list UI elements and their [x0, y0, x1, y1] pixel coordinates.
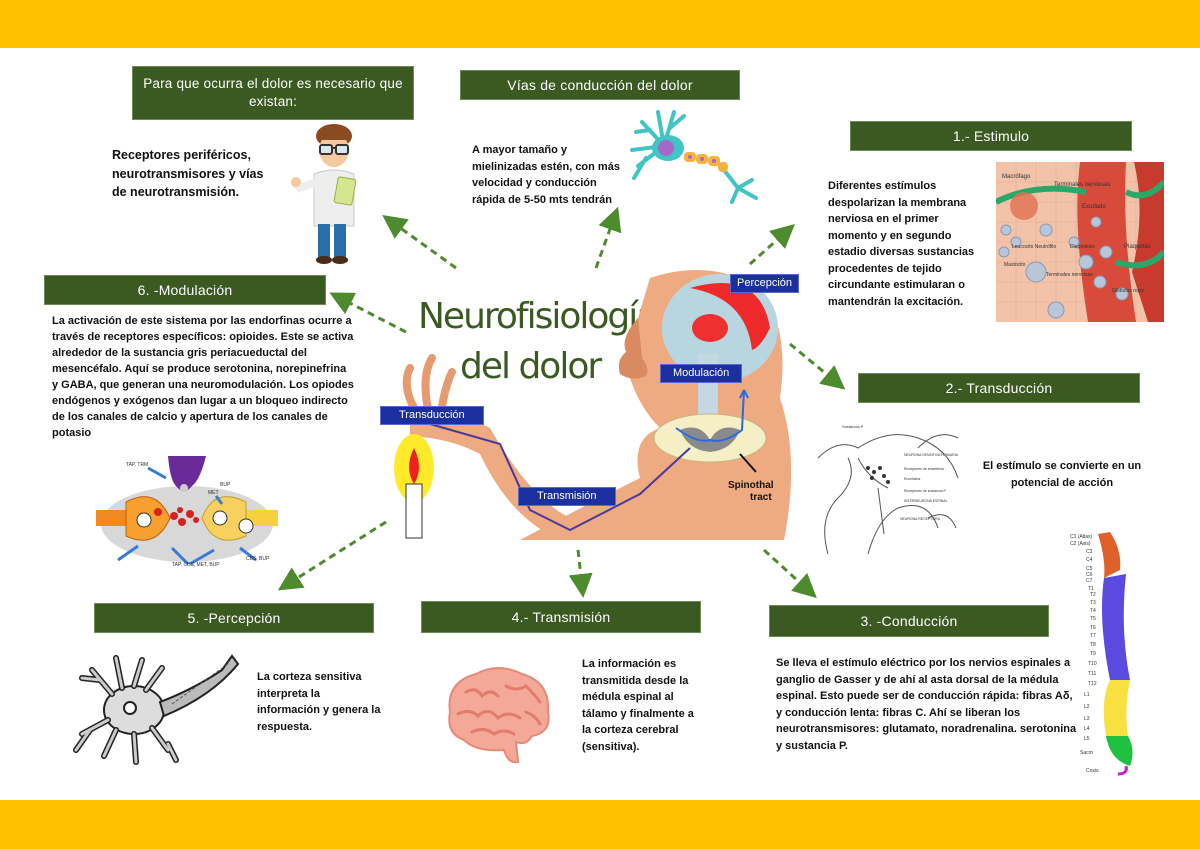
tissue-label-globulos: Glóbulos rojos — [1112, 288, 1144, 294]
conduction-header: 3. -Conducción — [769, 605, 1049, 637]
transmission-text: La información es transmitida desde la m… — [582, 658, 694, 753]
synapse-label-met: MET — [208, 490, 219, 496]
transduction-text: El estímulo se convierte en un potencial… — [982, 460, 1142, 489]
spine-label-t9: T9 — [1090, 651, 1096, 657]
central-pain-pathway-figure: Spinothal tract — [394, 270, 792, 540]
spine-label-t10: T10 — [1088, 661, 1097, 667]
spine-label-c3: C3 — [1086, 549, 1093, 555]
arrow-to-perception — [277, 520, 387, 591]
synapse-label-cbs-bup: CBS, BUP — [246, 556, 270, 562]
spine-label-c7: C7 — [1086, 578, 1093, 584]
spine-label-c1: C1 (Atlas) — [1070, 534, 1093, 540]
spine-label-l4: L4 — [1084, 726, 1090, 732]
perception-text: La corteza sensitiva interpreta la infor… — [257, 671, 381, 733]
vertebral-column-figure: C1 (Atlas) C2 (Axis) C3 C4 C5 C6 C7 T1 T… — [1070, 532, 1133, 776]
main-title: Neurofisiología del dolor — [418, 292, 658, 392]
transduction-header-text: 2.- Transducción — [945, 380, 1053, 396]
bottom-band — [0, 800, 1200, 849]
main-title-line1: Neurofisiología — [418, 296, 658, 337]
synapse-label-tap-trm: TAP, TRM — [126, 462, 148, 468]
spine-label-sacro: Sacro — [1080, 750, 1093, 756]
central-label-percepcion: Percepción — [730, 274, 800, 293]
arrow-to-modulation — [329, 292, 407, 334]
modulation-header-text: 6. -Modulación — [137, 282, 233, 298]
synapse-opioid-figure: TAP, TRM MET BUP CBS, BUP TAP, CBS, MET,… — [96, 456, 278, 568]
tissue-label-terminales: Terminales nerviosas — [1054, 182, 1110, 188]
pathways-header: Vías de conducción del dolor — [460, 70, 740, 100]
spine-label-t3: T3 — [1090, 600, 1096, 606]
tissue-label-terminales-2: Terminales nerviosas — [1046, 272, 1093, 278]
tissue-label-leucocito: Leucocito Neutrófilo — [1012, 244, 1056, 250]
spinal-cord-transduction-diagram: Sustancia P NEURONA SENSITIVA PRIMARIA R… — [808, 418, 960, 554]
brain-illustration — [448, 667, 550, 764]
spine-label-c6: C6 — [1086, 572, 1093, 578]
spine-label-t4: T4 — [1090, 608, 1096, 614]
synapse-label-tap-cbs: TAP, CBS, MET, BUP — [172, 562, 220, 568]
perception-header-text: 5. -Percepción — [187, 610, 281, 626]
transmission-header-text: 4.- Transmisión — [511, 609, 611, 625]
requirements-header: Para que ocurra el dolor es necesario qu… — [132, 66, 414, 120]
spine-label-t6: T6 — [1090, 625, 1096, 631]
spine-label-l2: L2 — [1084, 704, 1090, 710]
transduction-label-interneurona: INTERNEURONA ESPINAL — [904, 499, 948, 503]
central-label-transduccion: Transducción — [380, 406, 484, 425]
spine-label-c4: C4 — [1086, 557, 1093, 563]
tissue-label-diapedesis: Diapédesis — [1070, 244, 1095, 250]
synapse-label-bup: BUP — [220, 482, 231, 488]
stimulus-text: Diferentes estímulos despolarizan la mem… — [828, 180, 975, 308]
spine-label-t7: T7 — [1090, 633, 1096, 639]
spine-label-c5: C5 — [1086, 566, 1093, 572]
arrow-to-pathways — [594, 206, 622, 269]
spine-label-t8: T8 — [1090, 642, 1096, 648]
spine-label-t11: T11 — [1088, 671, 1096, 677]
main-title-line2: del dolor — [460, 346, 602, 387]
transduction-label-receptores-sustancia-p: Receptores de sustancia P — [904, 489, 946, 493]
transduction-label-encefalina: Encefalina — [904, 477, 920, 481]
arrow-to-transduction — [789, 342, 846, 390]
tissue-label-exudado: Exudado — [1082, 204, 1106, 210]
tissue-label-plaquetas: Plaquetas — [1124, 244, 1151, 250]
spine-label-t2: T2 — [1090, 592, 1096, 598]
tissue-label-mastocito: Mastocito — [1004, 262, 1026, 268]
spine-label-t5: T5 — [1090, 616, 1096, 622]
arrow-to-transmission — [568, 549, 593, 598]
conduction-header-text: 3. -Conducción — [860, 613, 958, 629]
conduction-text: Se lleva el estímulo eléctrico por los n… — [776, 657, 1077, 752]
tissue-inflammation-figure: Macrófago Terminales nerviosas Exudado L… — [996, 162, 1164, 322]
spine-label-t12: T12 — [1088, 681, 1097, 687]
central-label-modulacion: Modulación — [660, 364, 743, 383]
spine-label-c2: C2 (Axis) — [1070, 541, 1091, 547]
stimulus-header: 1.- Estimulo — [850, 121, 1132, 151]
transduction-header: 2.- Transducción — [858, 373, 1140, 403]
spine-label-l5: L5 — [1084, 736, 1090, 742]
transduction-label-sustancia-p: Sustancia P — [842, 424, 864, 429]
tissue-label-macrofago: Macrófago — [1002, 174, 1031, 180]
pathways-header-text: Vías de conducción del dolor — [507, 77, 693, 93]
spine-label-l3: L3 — [1084, 716, 1090, 722]
arrow-to-requirements — [382, 214, 457, 270]
requirements-text: Receptores periféricos, neurotransmisore… — [112, 148, 264, 199]
top-band — [0, 0, 1200, 48]
pathways-text: A mayor tamaño y mielinizadas estén, con… — [472, 144, 620, 206]
arrow-to-conduction — [762, 548, 817, 599]
spinothal-label-1: Spinothal — [728, 480, 774, 491]
transmission-header: 4.- Transmisión — [421, 601, 701, 633]
doctor-illustration — [291, 124, 357, 264]
neuron-illustration — [630, 110, 758, 204]
central-label-transmision: Transmisión — [518, 487, 616, 506]
stimulus-header-text: 1.- Estimulo — [952, 128, 1030, 144]
spine-label-coxis: Coxis — [1086, 768, 1099, 774]
transduction-label-neurona-receptora: NEURONA RECEPTORA — [900, 517, 941, 521]
spine-label-l1: L1 — [1084, 692, 1090, 698]
neuron-sketch-illustration — [73, 654, 240, 765]
modulation-text: La activación de este sistema por las en… — [52, 315, 354, 439]
modulation-header: 6. -Modulación — [44, 275, 326, 305]
transduction-label-neurona-sensitiva: NEURONA SENSITIVA PRIMARIA — [904, 453, 959, 457]
perception-header: 5. -Percepción — [94, 603, 374, 633]
transduction-label-receptores-encefalina: Receptores de encefalina — [904, 467, 944, 471]
spinothal-label-2: tract — [750, 492, 772, 503]
arrow-to-stimulus — [749, 224, 795, 266]
spine-label-t1: T1 — [1088, 586, 1094, 592]
requirements-header-text: Para que ocurra el dolor es necesario qu… — [143, 76, 403, 109]
